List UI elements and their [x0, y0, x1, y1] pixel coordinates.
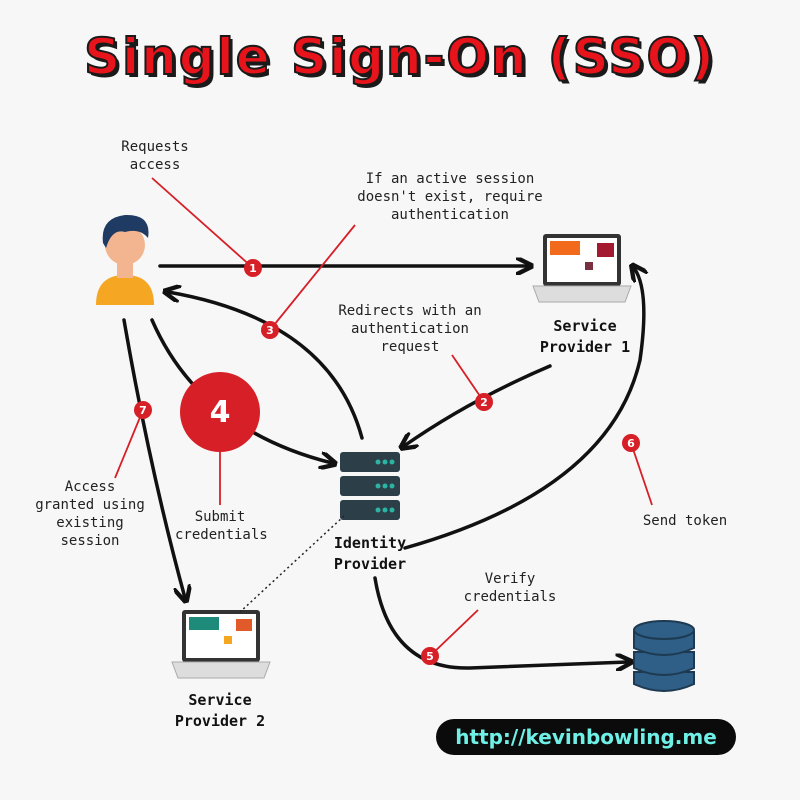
arrow-step-2	[404, 364, 552, 446]
service-provider-2-label: Service Provider 2	[174, 691, 266, 730]
step-1-label: Requests access	[121, 139, 189, 173]
step-6-badge: 6	[622, 434, 640, 452]
user-icon	[96, 214, 154, 305]
website-link[interactable]: http://kevinbowling.me	[436, 719, 736, 755]
arrow-step-5	[373, 576, 628, 668]
page-title: Single Sign-On (SSO)	[83, 27, 716, 87]
laptop-icon-service-provider-2	[171, 610, 271, 679]
arrow-step-6	[403, 268, 644, 550]
step-4-label: Submit credentials	[175, 509, 268, 543]
identity-provider-label: Identity Provider	[333, 534, 407, 573]
server-icon-identity-provider	[340, 452, 400, 520]
arrow-step-3	[168, 292, 364, 440]
step-4-badge: 4	[180, 372, 260, 452]
database-icon	[633, 620, 695, 692]
laptop-icon-service-provider-1	[532, 234, 632, 303]
step-3-badge: 3	[261, 321, 279, 339]
step-3-label: If an active session doesn't exist, requ…	[357, 171, 543, 223]
step-1-badge: 1	[244, 259, 262, 277]
step-5-badge: 5	[421, 647, 439, 665]
step-5-label: Verify credentials	[463, 571, 557, 605]
dotted-connector	[239, 515, 345, 613]
step-7-label: Access granted using existing session	[35, 479, 145, 549]
step-7-badge: 7	[134, 401, 152, 419]
arrow-step-7	[122, 318, 185, 598]
step-2-badge: 2	[475, 393, 493, 411]
step-2-label: Redirects with an authentication request	[338, 303, 482, 355]
step-6-label: Send token	[642, 513, 728, 529]
service-provider-1-label: Service Provider 1	[539, 317, 631, 356]
